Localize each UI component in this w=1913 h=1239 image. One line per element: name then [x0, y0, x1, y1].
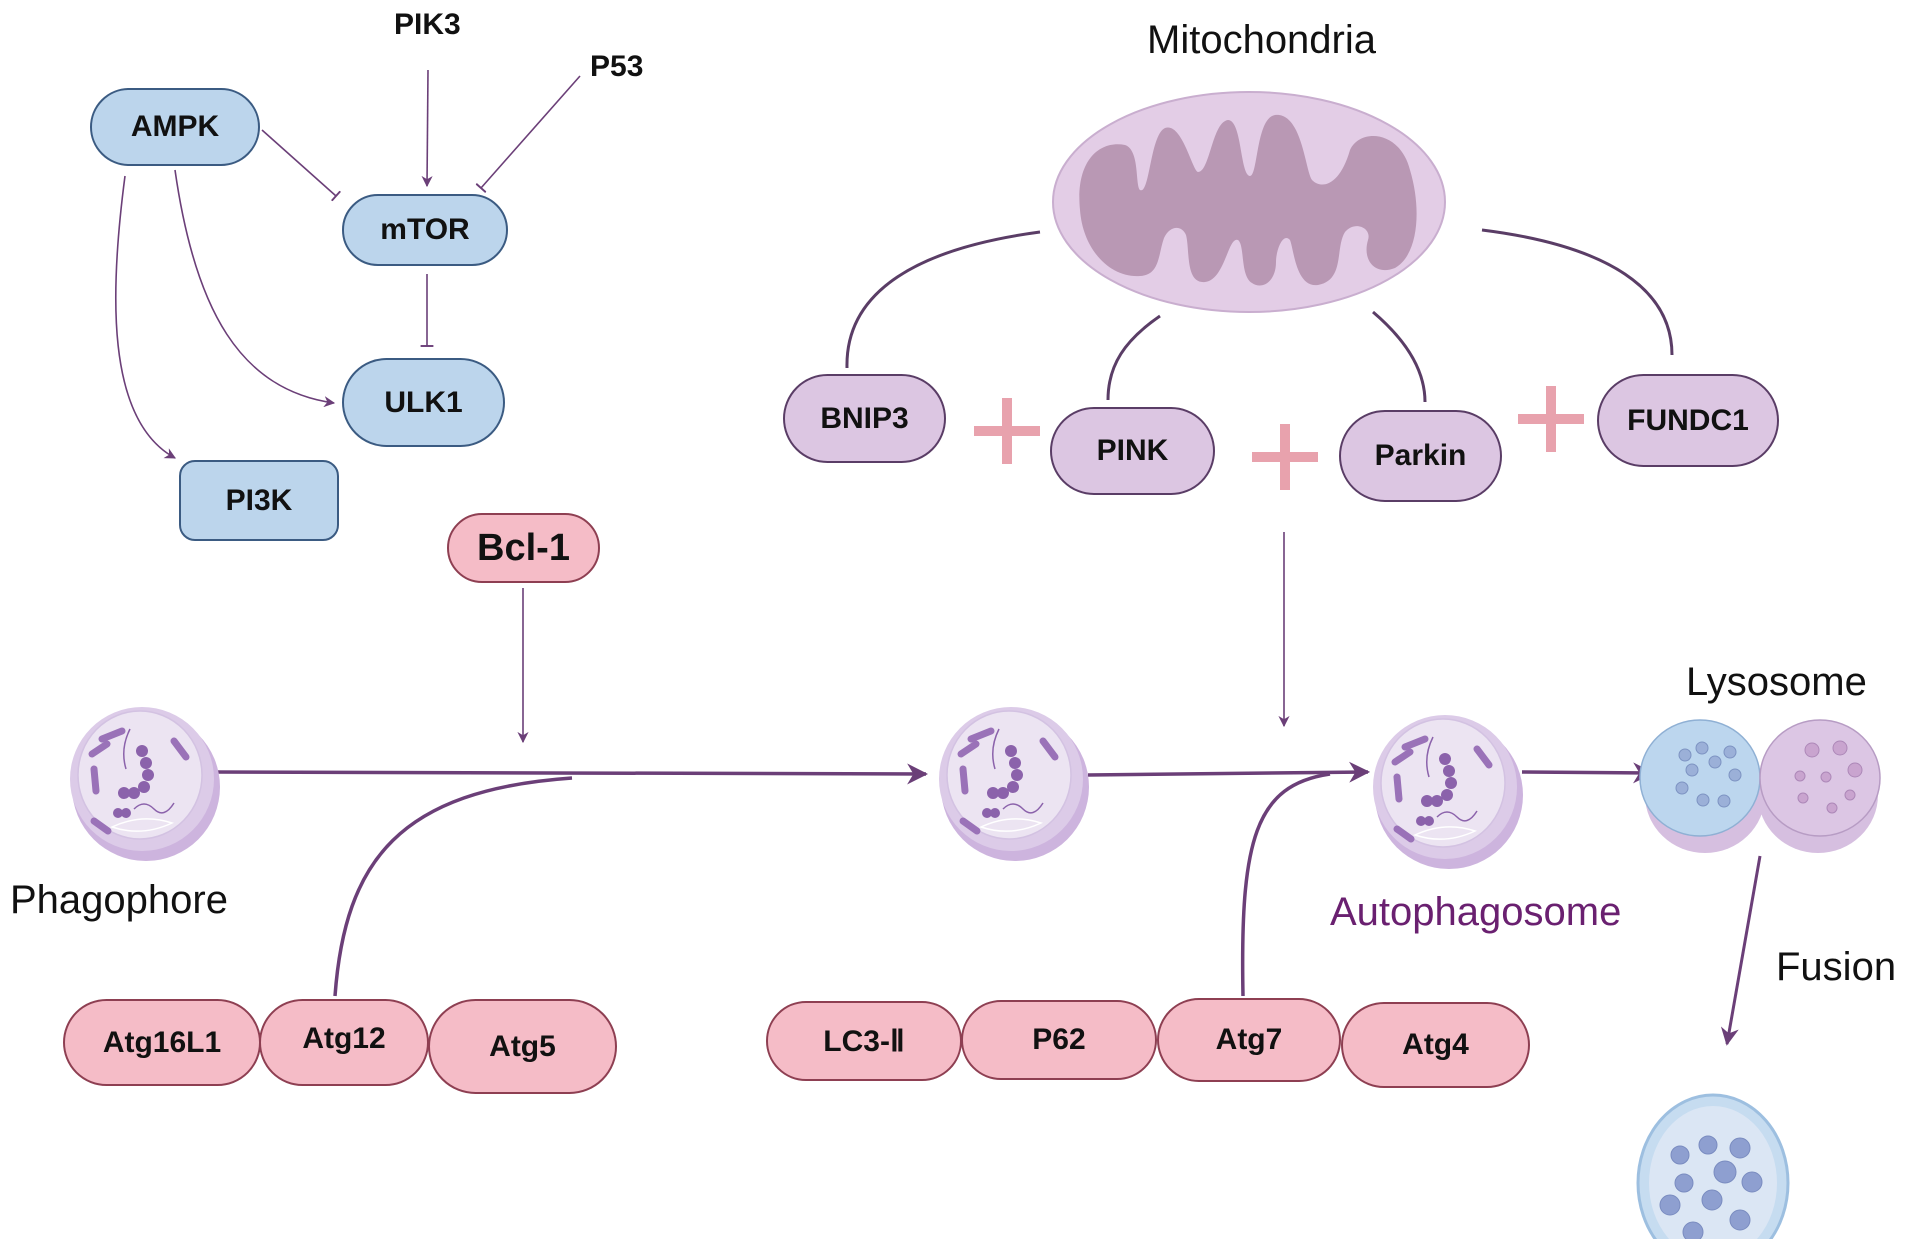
phagophore-cell-icon	[70, 707, 220, 861]
connector-parkin	[1372, 310, 1427, 403]
node-bcl1-label: Bcl-1	[477, 526, 570, 569]
node-atg12: Atg12	[259, 999, 429, 1086]
node-ulk1: ULK1	[342, 358, 505, 447]
mitochondrion-icon	[1052, 91, 1446, 313]
label-phagophore: Phagophore	[10, 878, 228, 922]
label-autophagosome: Autophagosome	[1330, 890, 1622, 934]
edge-ampk-activates-pi3k	[114, 175, 176, 459]
connector-bnip3	[845, 230, 1041, 369]
label-mitochondria: Mitochondria	[1147, 18, 1377, 62]
node-atg12-label: Atg12	[302, 1021, 386, 1055]
node-atg5: Atg5	[428, 999, 617, 1094]
node-parkin: Parkin	[1339, 410, 1502, 502]
mitochondria-connectors	[845, 228, 1674, 403]
arrow-atg7-complex-input	[1240, 772, 1331, 997]
node-p62-label: P62	[1032, 1023, 1086, 1056]
node-bcl1: Bcl-1	[447, 513, 600, 583]
plus-icon	[1518, 386, 1584, 452]
node-mtor: mTOR	[342, 194, 508, 266]
edge-pik3-activates-mtor	[421, 69, 433, 188]
label-lysosome: Lysosome	[1686, 660, 1867, 704]
lysosome-icon	[1639, 719, 1881, 853]
node-lc3-ii-label: LC3-Ⅱ	[823, 1024, 905, 1058]
node-pink-label: PINK	[1096, 434, 1169, 467]
autophagosome-cell-icon	[1373, 715, 1523, 869]
node-bnip3-label: BNIP3	[820, 401, 909, 435]
label-pik3: PIK3	[394, 8, 461, 41]
node-fundc1-label: FUNDC1	[1627, 403, 1749, 437]
node-atg16l1: Atg16L1	[63, 999, 261, 1086]
edge-ampk-activates-ulk1	[174, 169, 336, 408]
node-atg16l1-label: Atg16L1	[102, 1025, 222, 1059]
autolysosome-icon	[1636, 1093, 1790, 1239]
arrow-autophagosome-to-lysosome	[1521, 762, 1655, 784]
arrow-phagophore-to-intermediate	[211, 763, 929, 785]
node-atg4-label: Atg4	[1402, 1028, 1469, 1061]
edge-p53-inhibits-mtor	[475, 75, 581, 193]
plus-icon	[974, 398, 1040, 464]
node-pi3k: PI3K	[179, 460, 339, 541]
connector-fundc1	[1481, 228, 1674, 356]
node-fundc1: FUNDC1	[1597, 374, 1779, 467]
node-atg5-label: Atg5	[489, 1029, 556, 1063]
node-lc3-ii: LC3-Ⅱ	[766, 1001, 962, 1081]
edge-ampk-inhibits-mtor	[261, 129, 341, 202]
intermediate-cell-icon	[939, 707, 1089, 861]
node-pi3k-label: PI3K	[225, 483, 293, 517]
arrow-lysosome-to-fusion	[1720, 855, 1762, 1046]
plus-icon	[1252, 424, 1318, 490]
node-mtor-label: mTOR	[380, 213, 470, 246]
node-atg4: Atg4	[1341, 1002, 1530, 1088]
pathway-arrows	[211, 761, 1762, 1046]
node-parkin-label: Parkin	[1374, 439, 1467, 472]
arrow-intermediate-to-autophagosome	[1087, 761, 1371, 783]
arrow-atg12-complex-input	[333, 776, 573, 997]
connector-pink	[1106, 314, 1161, 401]
label-fusion: Fusion	[1776, 945, 1897, 989]
node-ulk1-label: ULK1	[384, 385, 463, 419]
node-pink: PINK	[1050, 407, 1215, 495]
node-p62: P62	[961, 1000, 1157, 1080]
node-atg7-label: Atg7	[1215, 1023, 1283, 1056]
node-bnip3: BNIP3	[783, 374, 946, 463]
label-p53: P53	[590, 50, 644, 83]
signaling-edges	[114, 69, 1290, 744]
node-ampk-label: AMPK	[130, 110, 220, 143]
node-atg7: Atg7	[1157, 998, 1341, 1082]
node-ampk: AMPK	[90, 88, 260, 166]
